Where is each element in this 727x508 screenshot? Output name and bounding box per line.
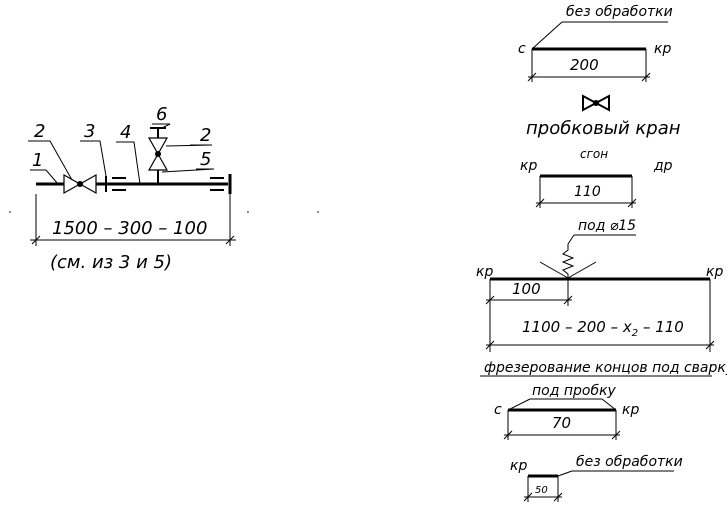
- callout-3: 3: [84, 121, 95, 142]
- callout-6: 6: [156, 104, 167, 125]
- weld-v-right: [567, 261, 597, 279]
- callout-1: 1: [32, 150, 43, 171]
- part-70-leader-right: [601, 398, 617, 411]
- part-200-note: без обработки: [566, 4, 673, 20]
- dot-mark: [317, 211, 319, 213]
- part-110-left-end: кр: [520, 158, 537, 174]
- left-pipe-assembly: 1 2 3 4 6 2 5 1500 – 300 – 100 (см. из 3…: [9, 104, 319, 273]
- part-200: без обработки с кр 200: [518, 4, 673, 82]
- part-70-tick: [503, 430, 513, 440]
- part-110-length: 110: [574, 184, 601, 200]
- weld-v-left: [539, 261, 569, 279]
- leader-4: [116, 141, 141, 185]
- dimension-left: 1500 – 300 – 100: [52, 218, 207, 239]
- part-200-tick: [641, 72, 651, 82]
- leader-3: [80, 140, 107, 177]
- leader-1: [30, 169, 59, 185]
- pipe-length-tick: [485, 340, 495, 350]
- part-70-length: 70: [552, 414, 571, 432]
- pipe-offset-tick: [563, 295, 573, 305]
- part-110-title: сгон: [580, 147, 608, 161]
- part-70-right-end: кр: [622, 402, 639, 418]
- part-50-left-end: кр: [510, 458, 527, 474]
- callout-5: 5: [200, 149, 211, 170]
- dim-tick-left: [31, 235, 41, 245]
- dot-mark: [9, 211, 11, 213]
- pipe-offset: 100: [512, 280, 541, 298]
- part-110-tick: [627, 198, 637, 208]
- part-110-right-end: др: [653, 158, 673, 174]
- part-50-tick: [523, 492, 533, 502]
- part-200-tick: [527, 72, 537, 82]
- pipe-length-tick: [705, 340, 715, 350]
- part-50-note: без обработки: [576, 454, 683, 470]
- pipe-length: 1100 – 200 – x2 – 110: [522, 318, 684, 339]
- part-50-leader: [557, 470, 573, 477]
- branch-valve-dot: [155, 151, 161, 157]
- plug-valve-dot: [593, 100, 599, 106]
- part-70-tick: [611, 430, 621, 440]
- part-50-tick: [553, 492, 563, 502]
- part-200-left-end: с: [518, 41, 526, 57]
- part-70-leader: [507, 398, 531, 411]
- pipe-right-end: кр: [706, 264, 723, 280]
- part-200-leader: [531, 21, 563, 50]
- leader-2: [28, 140, 73, 181]
- leader-2b: [165, 144, 213, 147]
- part-200-right-end: кр: [654, 41, 671, 57]
- pipe-left-end: кр: [476, 264, 493, 280]
- part-200-length: 200: [570, 56, 599, 74]
- callout-2: 2: [34, 121, 45, 142]
- plug-valve-legend: пробковый кран: [526, 94, 681, 139]
- valve-center-dot: [77, 181, 83, 187]
- part-110-tick: [535, 198, 545, 208]
- pipe-bottom-note: фрезерование концов под сварку: [484, 360, 727, 376]
- pipe-leader-note: под ⌀15: [578, 218, 636, 234]
- pipe-main-part: под ⌀15 кр кр 100 1100 – 200 – x2 – 110 …: [476, 218, 727, 377]
- part-110: сгон кр др 110: [520, 147, 673, 208]
- pipe-note-leader: [567, 234, 575, 245]
- weld-spring-icon: [561, 244, 575, 278]
- plug-valve-caption: пробковый кран: [526, 118, 681, 139]
- leader-6: [152, 123, 171, 129]
- callout-2b: 2: [200, 125, 211, 146]
- leader-5: [161, 168, 215, 173]
- note-left: (см. из 3 и 5): [50, 252, 172, 273]
- pipe-offset-tick: [485, 295, 495, 305]
- part-70: под пробку с кр 70: [494, 383, 639, 440]
- part-50-length: 50: [535, 485, 548, 496]
- dim-tick-right: [225, 235, 235, 245]
- part-70-note: под пробку: [532, 383, 617, 399]
- callout-4: 4: [120, 122, 131, 143]
- part-50: кр без обработки 50: [510, 454, 683, 502]
- dot-mark: [247, 211, 249, 213]
- part-70-left-end: с: [494, 402, 502, 418]
